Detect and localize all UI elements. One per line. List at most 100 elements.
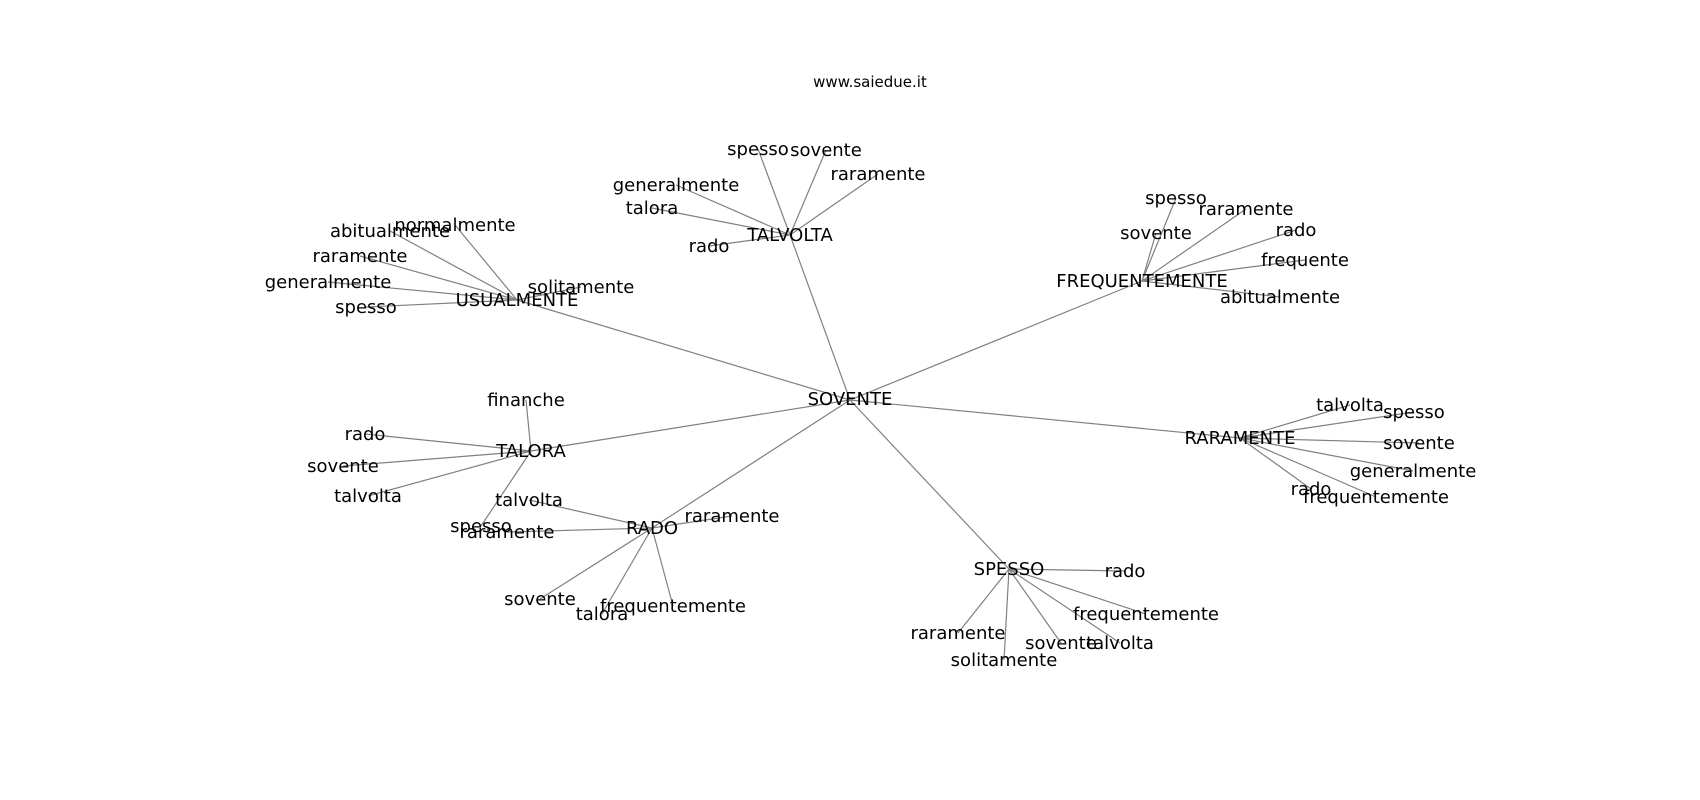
leaf-node-rado-sovente: sovente <box>504 589 576 610</box>
leaf-node-frequentemente-sovente: sovente <box>1120 223 1192 244</box>
hub-node-raramente: RARAMENTE <box>1185 428 1296 449</box>
labels-layer: www.saiedue.it SOVENTE USUALMENTE normalm… <box>265 73 1477 671</box>
leaf-node-raramente-generalmente: generalmente <box>1350 461 1477 482</box>
edge-raramente-spesso <box>1239 411 1415 439</box>
edge-center-usualmente <box>516 299 851 401</box>
edge-frequentemente-raramente <box>1141 208 1247 282</box>
leaf-node-raramente-talvolta: talvolta <box>1316 395 1384 416</box>
edge-frequentemente-rado <box>1141 229 1297 282</box>
edge-raramente-sovente <box>1239 437 1420 444</box>
edge-center-frequentemente <box>849 280 1143 401</box>
hub-node-usualmente: USUALMENTE <box>456 290 579 311</box>
leaf-node-talora-rado: rado <box>345 424 386 445</box>
leaf-node-talora-finanche: finanche <box>487 390 565 411</box>
edges-layer <box>327 148 1420 661</box>
edge-usualmente-generalmente <box>327 281 518 301</box>
leaf-node-spesso-solitamente: solitamente <box>951 650 1058 671</box>
edge-spesso-rado <box>1008 568 1126 572</box>
leaf-node-spesso-raramente: raramente <box>910 623 1005 644</box>
leaf-node-talvolta-rado: rado <box>689 236 730 257</box>
leaf-node-usualmente-raramente: raramente <box>312 246 407 267</box>
leaf-node-spesso-frequentemente: frequentemente <box>1073 604 1219 625</box>
edge-rado-talora <box>601 527 653 615</box>
edge-raramente-talvolta <box>1239 404 1351 439</box>
leaf-node-talvolta-raramente: raramente <box>830 164 925 185</box>
edge-spesso-solitamente <box>1003 568 1010 661</box>
leaf-node-frequentemente-frequente: frequente <box>1261 250 1349 271</box>
hub-node-rado: RADO <box>626 518 678 539</box>
leaf-node-talora-talvolta: talvolta <box>334 486 402 507</box>
leaf-node-usualmente-generalmente: generalmente <box>265 272 392 293</box>
leaf-node-spesso-talvolta: talvolta <box>1086 633 1154 654</box>
leaf-node-talvolta-talora: talora <box>626 198 679 219</box>
leaf-node-raramente-rado: rado <box>1291 479 1332 500</box>
leaf-node-talvolta-spesso: spesso <box>727 139 789 160</box>
edge-talvolta-raramente <box>789 173 879 236</box>
edge-talvolta-sovente <box>789 149 827 236</box>
edge-rado-raramente <box>651 515 733 529</box>
edge-talvolta-talora <box>651 207 791 236</box>
edge-talora-finanche <box>525 399 532 452</box>
leaf-node-raramente-spesso: spesso <box>1383 402 1445 423</box>
edge-raramente-frequentemente <box>1239 437 1377 498</box>
edge-talvolta-generalmente <box>675 184 791 236</box>
leaf-node-frequentemente-rado: rado <box>1276 220 1317 241</box>
edge-frequentemente-sovente <box>1141 232 1157 282</box>
edge-spesso-sovente <box>1008 568 1062 644</box>
leaf-node-talvolta-generalmente: generalmente <box>613 175 740 196</box>
edge-spesso-talvolta <box>1008 568 1121 644</box>
edge-rado-sovente <box>539 527 653 600</box>
leaf-node-talora-spesso: spesso <box>450 516 512 537</box>
leaf-node-usualmente-abitualmente: abitualmente <box>330 221 450 242</box>
hub-node-talvolta: TALVOLTA <box>746 225 833 246</box>
center-node-label: SOVENTE <box>808 389 893 410</box>
leaf-node-usualmente-solitamente: solitamente <box>528 277 635 298</box>
edge-raramente-rado <box>1239 437 1312 490</box>
edge-usualmente-normalmente <box>454 224 518 301</box>
leaf-node-frequentemente-abitualmente: abitualmente <box>1220 287 1340 308</box>
leaf-node-rado-raramente: raramente <box>684 506 779 527</box>
edge-talora-spesso <box>480 450 532 527</box>
edge-rado-raramente <box>506 527 653 533</box>
leaf-node-usualmente-spesso: spesso <box>335 297 397 318</box>
edge-spesso-raramente <box>957 568 1010 634</box>
leaf-node-talora-sovente: sovente <box>307 456 379 477</box>
leaf-node-frequentemente-spesso: spesso <box>1145 188 1207 209</box>
edge-talvolta-spesso <box>757 148 791 236</box>
hub-node-spesso: SPESSO <box>974 559 1045 580</box>
edge-talora-sovente <box>342 450 532 467</box>
leaf-node-raramente-sovente: sovente <box>1383 433 1455 454</box>
edge-center-talvolta <box>789 234 851 401</box>
edge-usualmente-abitualmente <box>389 230 518 301</box>
leaf-node-raramente-frequentemente: frequentemente <box>1303 487 1449 508</box>
leaf-node-rado-raramente: raramente <box>459 522 554 543</box>
edge-usualmente-spesso <box>365 299 518 308</box>
edge-frequentemente-frequente <box>1141 259 1306 282</box>
edge-center-raramente <box>849 399 1241 439</box>
edge-frequentemente-abitualmente <box>1141 280 1281 298</box>
leaf-node-rado-frequentemente: frequentemente <box>600 596 746 617</box>
edge-usualmente-raramente <box>359 255 518 301</box>
edge-spesso-frequentemente <box>1008 568 1147 615</box>
edge-center-rado <box>651 399 851 529</box>
site-url-label: www.saiedue.it <box>813 73 927 91</box>
edge-frequentemente-spesso <box>1141 197 1177 282</box>
edge-center-talora <box>530 399 851 452</box>
leaf-node-talvolta-sovente: sovente <box>790 140 862 161</box>
edge-rado-frequentemente <box>651 527 674 607</box>
edge-talvolta-rado <box>708 234 791 247</box>
leaf-node-frequentemente-raramente: raramente <box>1198 199 1293 220</box>
leaf-node-spesso-rado: rado <box>1105 561 1146 582</box>
leaf-node-rado-talvolta: talvolta <box>495 490 563 511</box>
leaf-node-rado-talora: talora <box>576 604 629 625</box>
leaf-node-usualmente-normalmente: normalmente <box>394 215 515 236</box>
edge-center-spesso <box>849 399 1010 570</box>
leaf-node-spesso-sovente: sovente <box>1025 633 1097 654</box>
edge-talora-talvolta <box>367 450 532 497</box>
edge-talora-rado <box>364 433 532 452</box>
hub-node-talora: TALORA <box>495 441 566 462</box>
edge-rado-talvolta <box>528 499 653 529</box>
edge-raramente-generalmente <box>1239 437 1414 472</box>
edge-usualmente-solitamente <box>516 286 582 301</box>
